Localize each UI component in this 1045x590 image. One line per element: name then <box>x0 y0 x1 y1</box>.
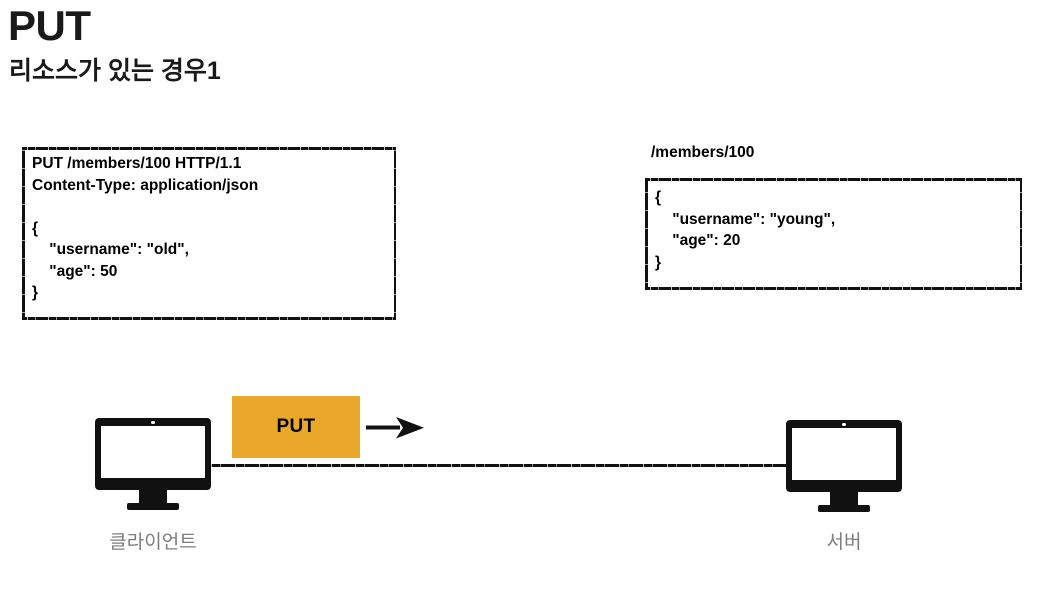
box-edge-right <box>1020 178 1022 290</box>
box-edge-top <box>645 178 1022 181</box>
server-monitor-icon <box>786 420 902 512</box>
monitor-screen <box>101 426 205 478</box>
arrow-right-icon <box>366 417 424 439</box>
box-edge-bottom <box>645 287 1022 290</box>
box-edge-left <box>22 147 25 320</box>
box-edge-right <box>394 147 396 320</box>
http-request-box: PUT /members/100 HTTP/1.1 Content-Type: … <box>22 147 396 320</box>
client-label: 클라이언트 <box>109 532 197 553</box>
page-title: PUT <box>8 2 91 49</box>
page-subtitle: 리소스가 있는 경우1 <box>9 57 221 85</box>
client-monitor-icon <box>95 418 211 510</box>
monitor-stand-foot <box>818 505 870 512</box>
monitor-stand-neck <box>139 490 167 504</box>
box-edge-bottom <box>22 317 396 320</box>
monitor-stand-foot <box>127 503 179 510</box>
resource-state-box: { "username": "young", "age": 20 } <box>645 178 1022 290</box>
monitor-camera-icon <box>842 422 846 426</box>
monitor-stand-neck <box>830 492 858 506</box>
resource-path-label: /members/100 <box>651 144 755 161</box>
box-edge-left <box>645 178 648 290</box>
box-edge-top <box>22 147 396 150</box>
http-verb-badge-label: PUT <box>276 416 316 437</box>
resource-state-text: { "username": "young", "age": 20 } <box>655 189 836 271</box>
http-verb-badge: PUT <box>232 396 360 458</box>
http-request-text: PUT /members/100 HTTP/1.1 Content-Type: … <box>32 155 259 301</box>
server-label: 서버 <box>826 532 862 553</box>
monitor-camera-icon <box>151 420 155 424</box>
monitor-screen <box>792 428 896 480</box>
network-wire <box>205 464 795 467</box>
